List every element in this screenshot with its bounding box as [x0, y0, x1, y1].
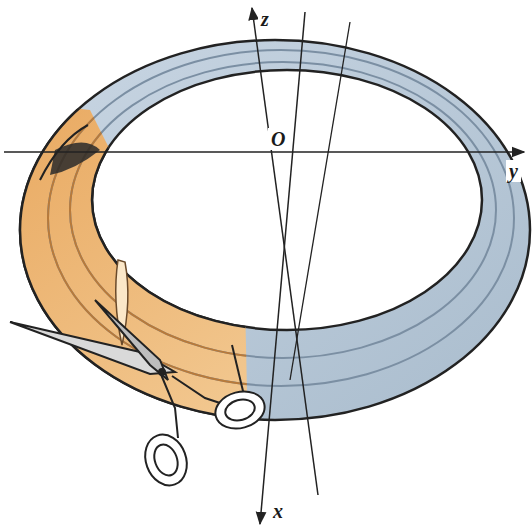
axis-label: y	[506, 160, 521, 182]
x-axis	[260, 12, 305, 524]
scissors	[10, 300, 269, 491]
band-stripe	[70, 62, 496, 358]
axis-label: x	[270, 500, 286, 522]
band-cut-part	[20, 40, 530, 420]
axis-label: z	[258, 8, 272, 30]
y-axis	[4, 151, 524, 153]
aux-line	[290, 22, 350, 380]
band-twist	[50, 143, 100, 176]
z-axis	[252, 8, 318, 495]
band	[20, 40, 530, 420]
axis-label: O	[268, 128, 288, 150]
